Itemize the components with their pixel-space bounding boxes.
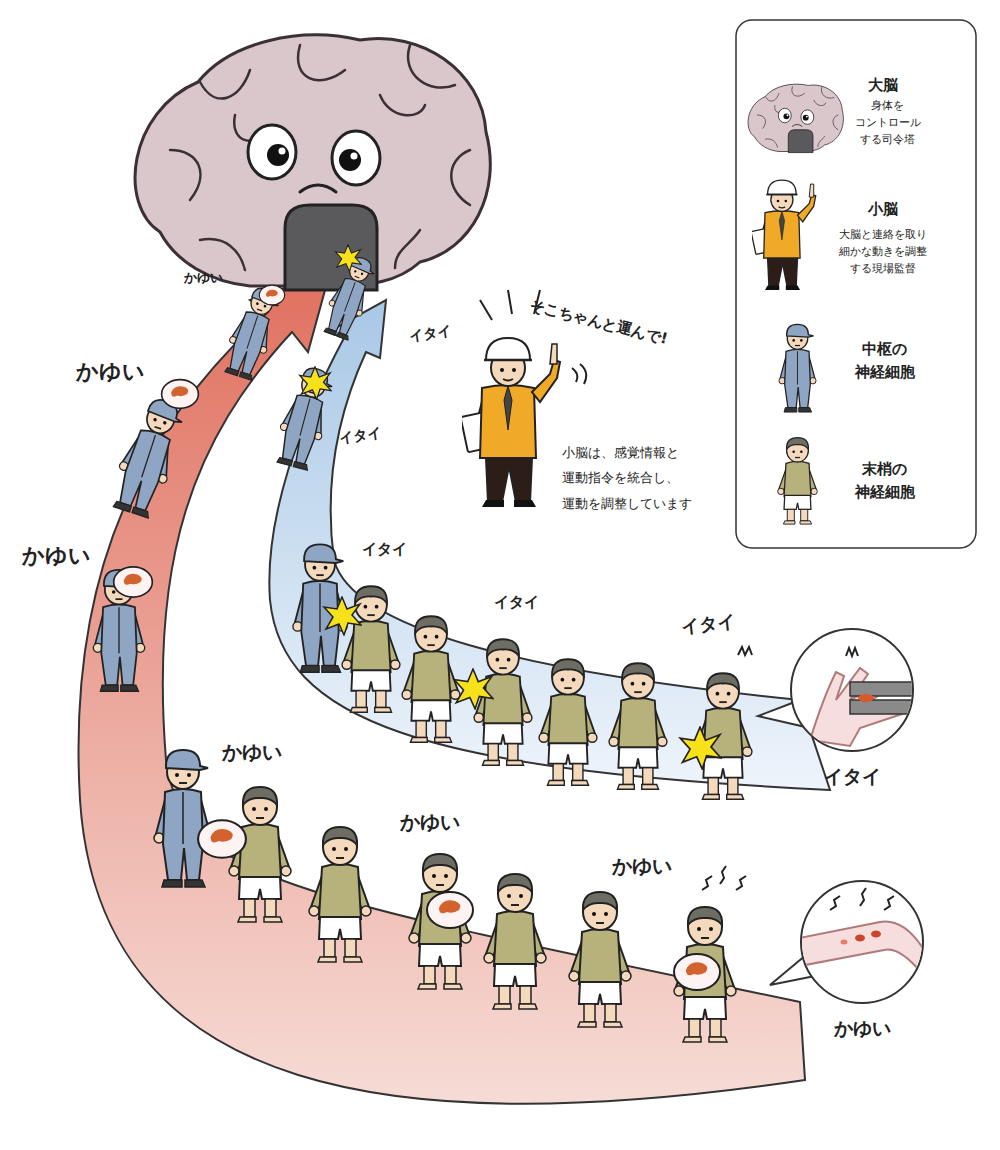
label: かゆい (612, 854, 672, 879)
itchy-skin (800, 888, 924, 976)
label: イタイ (494, 593, 539, 612)
label: イタイ (408, 322, 452, 345)
speech-bubble: かゆい (800, 880, 924, 1004)
label: イタイ (362, 540, 407, 559)
label: かゆい (76, 358, 145, 386)
brain (135, 35, 490, 290)
cerebellum-supervisor (461, 338, 560, 507)
legend-central-icon (779, 324, 816, 412)
legend-supervisor-icon (751, 180, 816, 290)
bubble-label: かゆい (800, 1016, 924, 1042)
legend-box (736, 20, 976, 548)
bubble-outline (800, 880, 924, 1004)
label: かゆい (222, 740, 282, 765)
label: イタイ (338, 424, 382, 447)
legend-text: 小脳 (868, 200, 898, 219)
label: 大脳と連絡を取り 細かな動きを調整 する現場監督 (836, 226, 930, 277)
legend-text: 末梢の 神経細胞 (850, 458, 919, 503)
legend-brain-icon (748, 84, 843, 152)
label: 身体を コントロール する司令塔 (852, 97, 924, 148)
label: 小脳は、感覚情報と 運動指令を統合し、 運動を調整しています (562, 440, 697, 516)
legend-text: 中枢の 神経細胞 (850, 338, 919, 383)
label: そこちゃんと運んで! (527, 296, 669, 349)
pain-signals (300, 245, 721, 769)
label: かゆい (22, 542, 91, 570)
central-neurons (93, 253, 380, 887)
pain-marks (738, 647, 752, 655)
itch-signals (114, 285, 720, 990)
legend-peripheral-icon (778, 438, 818, 524)
label: かゆい (184, 270, 223, 286)
speech-bubble: イタイ (790, 628, 914, 752)
bubble-outline (790, 628, 914, 752)
itch-marks (702, 866, 746, 890)
label: かゆい (400, 810, 460, 835)
pinched-finger (810, 648, 916, 746)
bubble-label: イタイ (790, 764, 914, 790)
label: イタイ (680, 610, 736, 638)
peripheral-neurons (229, 586, 752, 1042)
legend-text: 大脳 (868, 76, 898, 95)
